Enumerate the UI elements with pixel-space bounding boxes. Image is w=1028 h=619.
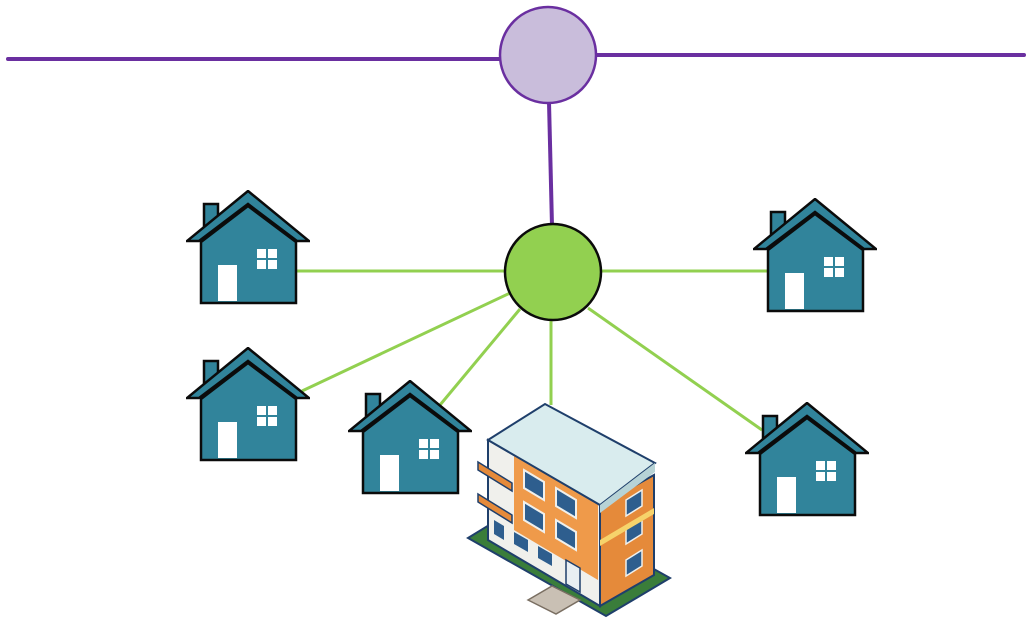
apartment-building[interactable]	[466, 402, 673, 618]
house-5[interactable]	[745, 402, 869, 517]
uplink-line	[547, 101, 554, 227]
house-1[interactable]	[186, 190, 310, 305]
house-icon	[753, 198, 877, 313]
house-4[interactable]	[348, 380, 472, 495]
house-icon	[186, 347, 310, 462]
distribution-node[interactable]	[503, 222, 603, 322]
house-icon	[745, 402, 869, 517]
link-house-5	[587, 306, 763, 432]
upstream-node[interactable]	[498, 5, 598, 105]
distribution-links	[296, 269, 768, 432]
house-icon	[348, 380, 472, 495]
house-3[interactable]	[186, 347, 310, 462]
link-house-4	[438, 308, 522, 406]
apartment-building-icon	[466, 402, 673, 618]
house-icon	[186, 190, 310, 305]
house-2[interactable]	[753, 198, 877, 313]
link-house-3	[301, 291, 511, 393]
